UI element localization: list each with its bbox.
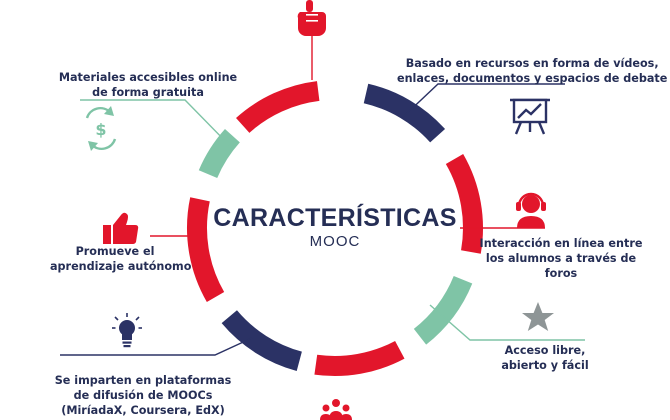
label-line: Acceso libre, [504, 344, 586, 357]
label-line: enlaces, documentos y espacios de debate [397, 72, 668, 85]
ring-segment-red-bottom [314, 340, 405, 377]
label-line: Promueve el [75, 245, 155, 258]
feature-label-plataformas: Se imparten en plataformas de difusión d… [48, 373, 238, 418]
connector-acceso [429, 304, 585, 341]
star-icon [522, 302, 554, 331]
ring-segment-navy-bottom [221, 310, 303, 371]
connector-recursos [401, 83, 565, 119]
label-line: los alumnos a través de [485, 252, 637, 265]
ring-segment-red-right [445, 154, 483, 254]
diagram-title: CARACTERÍSTICAS [213, 204, 457, 232]
feature-label-materiales: Materiales accesibles online de forma gr… [48, 70, 248, 100]
ring [186, 81, 483, 377]
label-line: Interacción en línea entre [479, 237, 643, 250]
label-line: Se imparten en plataformas [54, 374, 232, 387]
connector-plataformas [60, 337, 253, 356]
label-line: aprendizaje autónomo [50, 260, 192, 273]
label-line: Basado en recursos en forma de vídeos, [405, 57, 659, 70]
label-line: abierto y fácil [501, 359, 589, 372]
connector-materiales [80, 99, 233, 149]
headset-person-icon [516, 192, 546, 228]
ring-segment-red-left [186, 197, 225, 302]
label-line: de difusión de MOOCs [73, 389, 213, 402]
group-people-icon [320, 399, 352, 420]
thumbs-up-icon [103, 212, 139, 244]
dollar-cycle-icon: $ [85, 106, 117, 151]
ring-segment-green-left [198, 129, 241, 179]
feature-label-recursos: Basado en recursos en forma de vídeos, e… [397, 56, 667, 86]
ring-segment-red-top [236, 81, 320, 134]
label-line: (MiríadaX, Coursera, EdX) [61, 404, 225, 417]
ring-segment-navy-top [363, 83, 446, 143]
feature-label-interaccion: Interacción en línea entre los alumnos a… [466, 236, 656, 281]
label-line: de forma gratuita [92, 86, 204, 99]
presentation-board-icon [510, 98, 550, 135]
feature-label-acceso: Acceso libre, abierto y fácil [490, 343, 600, 373]
label-line: Materiales accesibles online [58, 71, 238, 84]
feature-label-aprendizaje: Promueve el aprendizaje autónomo [50, 244, 192, 274]
svg-text:$: $ [95, 120, 106, 139]
pointing-hand-icon [297, 0, 326, 36]
connectors [60, 28, 585, 356]
diagram-subtitle: MOOC [309, 233, 361, 250]
lightbulb-icon [112, 313, 142, 348]
label-line: foros [544, 267, 578, 280]
ring-segment-green-right [413, 275, 473, 345]
